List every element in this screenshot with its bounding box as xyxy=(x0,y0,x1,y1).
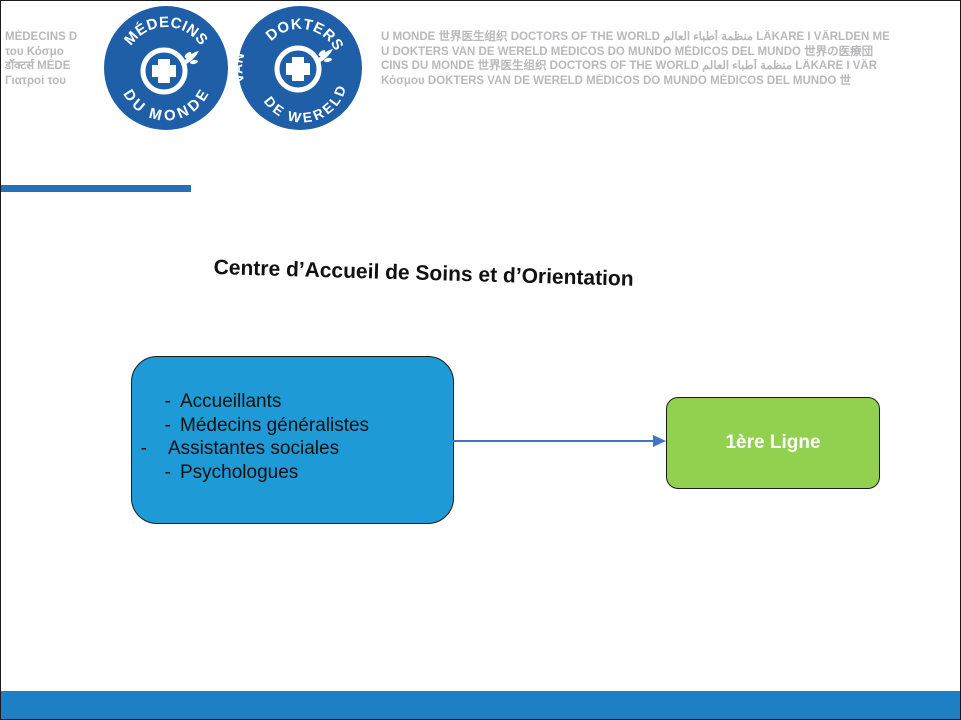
multilingual-line: Γιατροί του xyxy=(5,74,66,87)
list-item: -Accueillants xyxy=(132,390,369,414)
bullet-dash: - xyxy=(140,438,147,459)
list-item: -Psychologues xyxy=(132,461,369,485)
bullet-dash: - xyxy=(164,414,171,436)
multilingual-line: डॉक्टर्स MÉDE xyxy=(5,60,71,72)
svg-text:VAN: VAN xyxy=(237,51,247,85)
slide-title: Centre d’Accueil de Soins et d’Orientati… xyxy=(213,256,634,291)
first-line-label: 1ère Ligne xyxy=(725,432,821,453)
multilingual-name-strip-left: MÉDECINS D του Κόσμο डॉक्टर्स MÉDE Γιατρ… xyxy=(5,30,97,88)
accent-underline xyxy=(1,185,191,192)
multilingual-line: του Κόσμο xyxy=(5,45,64,58)
dove-icon xyxy=(140,47,199,95)
bullet-dash: - xyxy=(164,461,171,483)
first-line-box: 1ère Ligne xyxy=(666,397,880,489)
service-label: Médecins généralistes xyxy=(180,414,370,436)
multilingual-line: Κόσμου DOKTERS VAN DE WERELD MÉDICOS DO … xyxy=(381,74,852,87)
service-label: Accueillants xyxy=(180,391,282,412)
footer-bar xyxy=(1,691,960,719)
list-item: -Assistantes sociales xyxy=(132,437,369,461)
list-item: -Médecins généralistes xyxy=(132,414,369,438)
multilingual-name-strip-right: U MONDE 世界医生组织 DOCTORS OF THE WORLD منظم… xyxy=(381,30,960,88)
dove-icon xyxy=(274,45,333,93)
dokters-van-de-wereld-logo: DOKTERS VAN DE WERELD xyxy=(237,6,362,130)
logo-left-text: VAN xyxy=(237,51,247,85)
multilingual-line: U MONDE 世界医生组织 DOCTORS OF THE WORLD منظم… xyxy=(381,31,890,43)
arrow-head xyxy=(653,435,666,447)
multilingual-line: CINS DU MONDE 世界医生组织 DOCTORS OF THE WORL… xyxy=(381,60,878,72)
service-label: Assistantes sociales xyxy=(168,438,340,459)
bullet-dash: - xyxy=(164,391,171,412)
services-list: -Accueillants -Médecins généralistes -As… xyxy=(132,390,369,484)
flow-arrow xyxy=(453,435,666,447)
medecins-du-monde-logo: MÉDECINS DU MONDE xyxy=(104,6,228,130)
services-box: -Accueillants -Médecins généralistes -As… xyxy=(131,356,454,524)
multilingual-line: MÉDECINS D xyxy=(5,31,78,43)
service-label: Psychologues xyxy=(180,461,299,483)
multilingual-line: U DOKTERS VAN DE WERELD MÉDICOS DO MUNDO… xyxy=(381,45,874,58)
